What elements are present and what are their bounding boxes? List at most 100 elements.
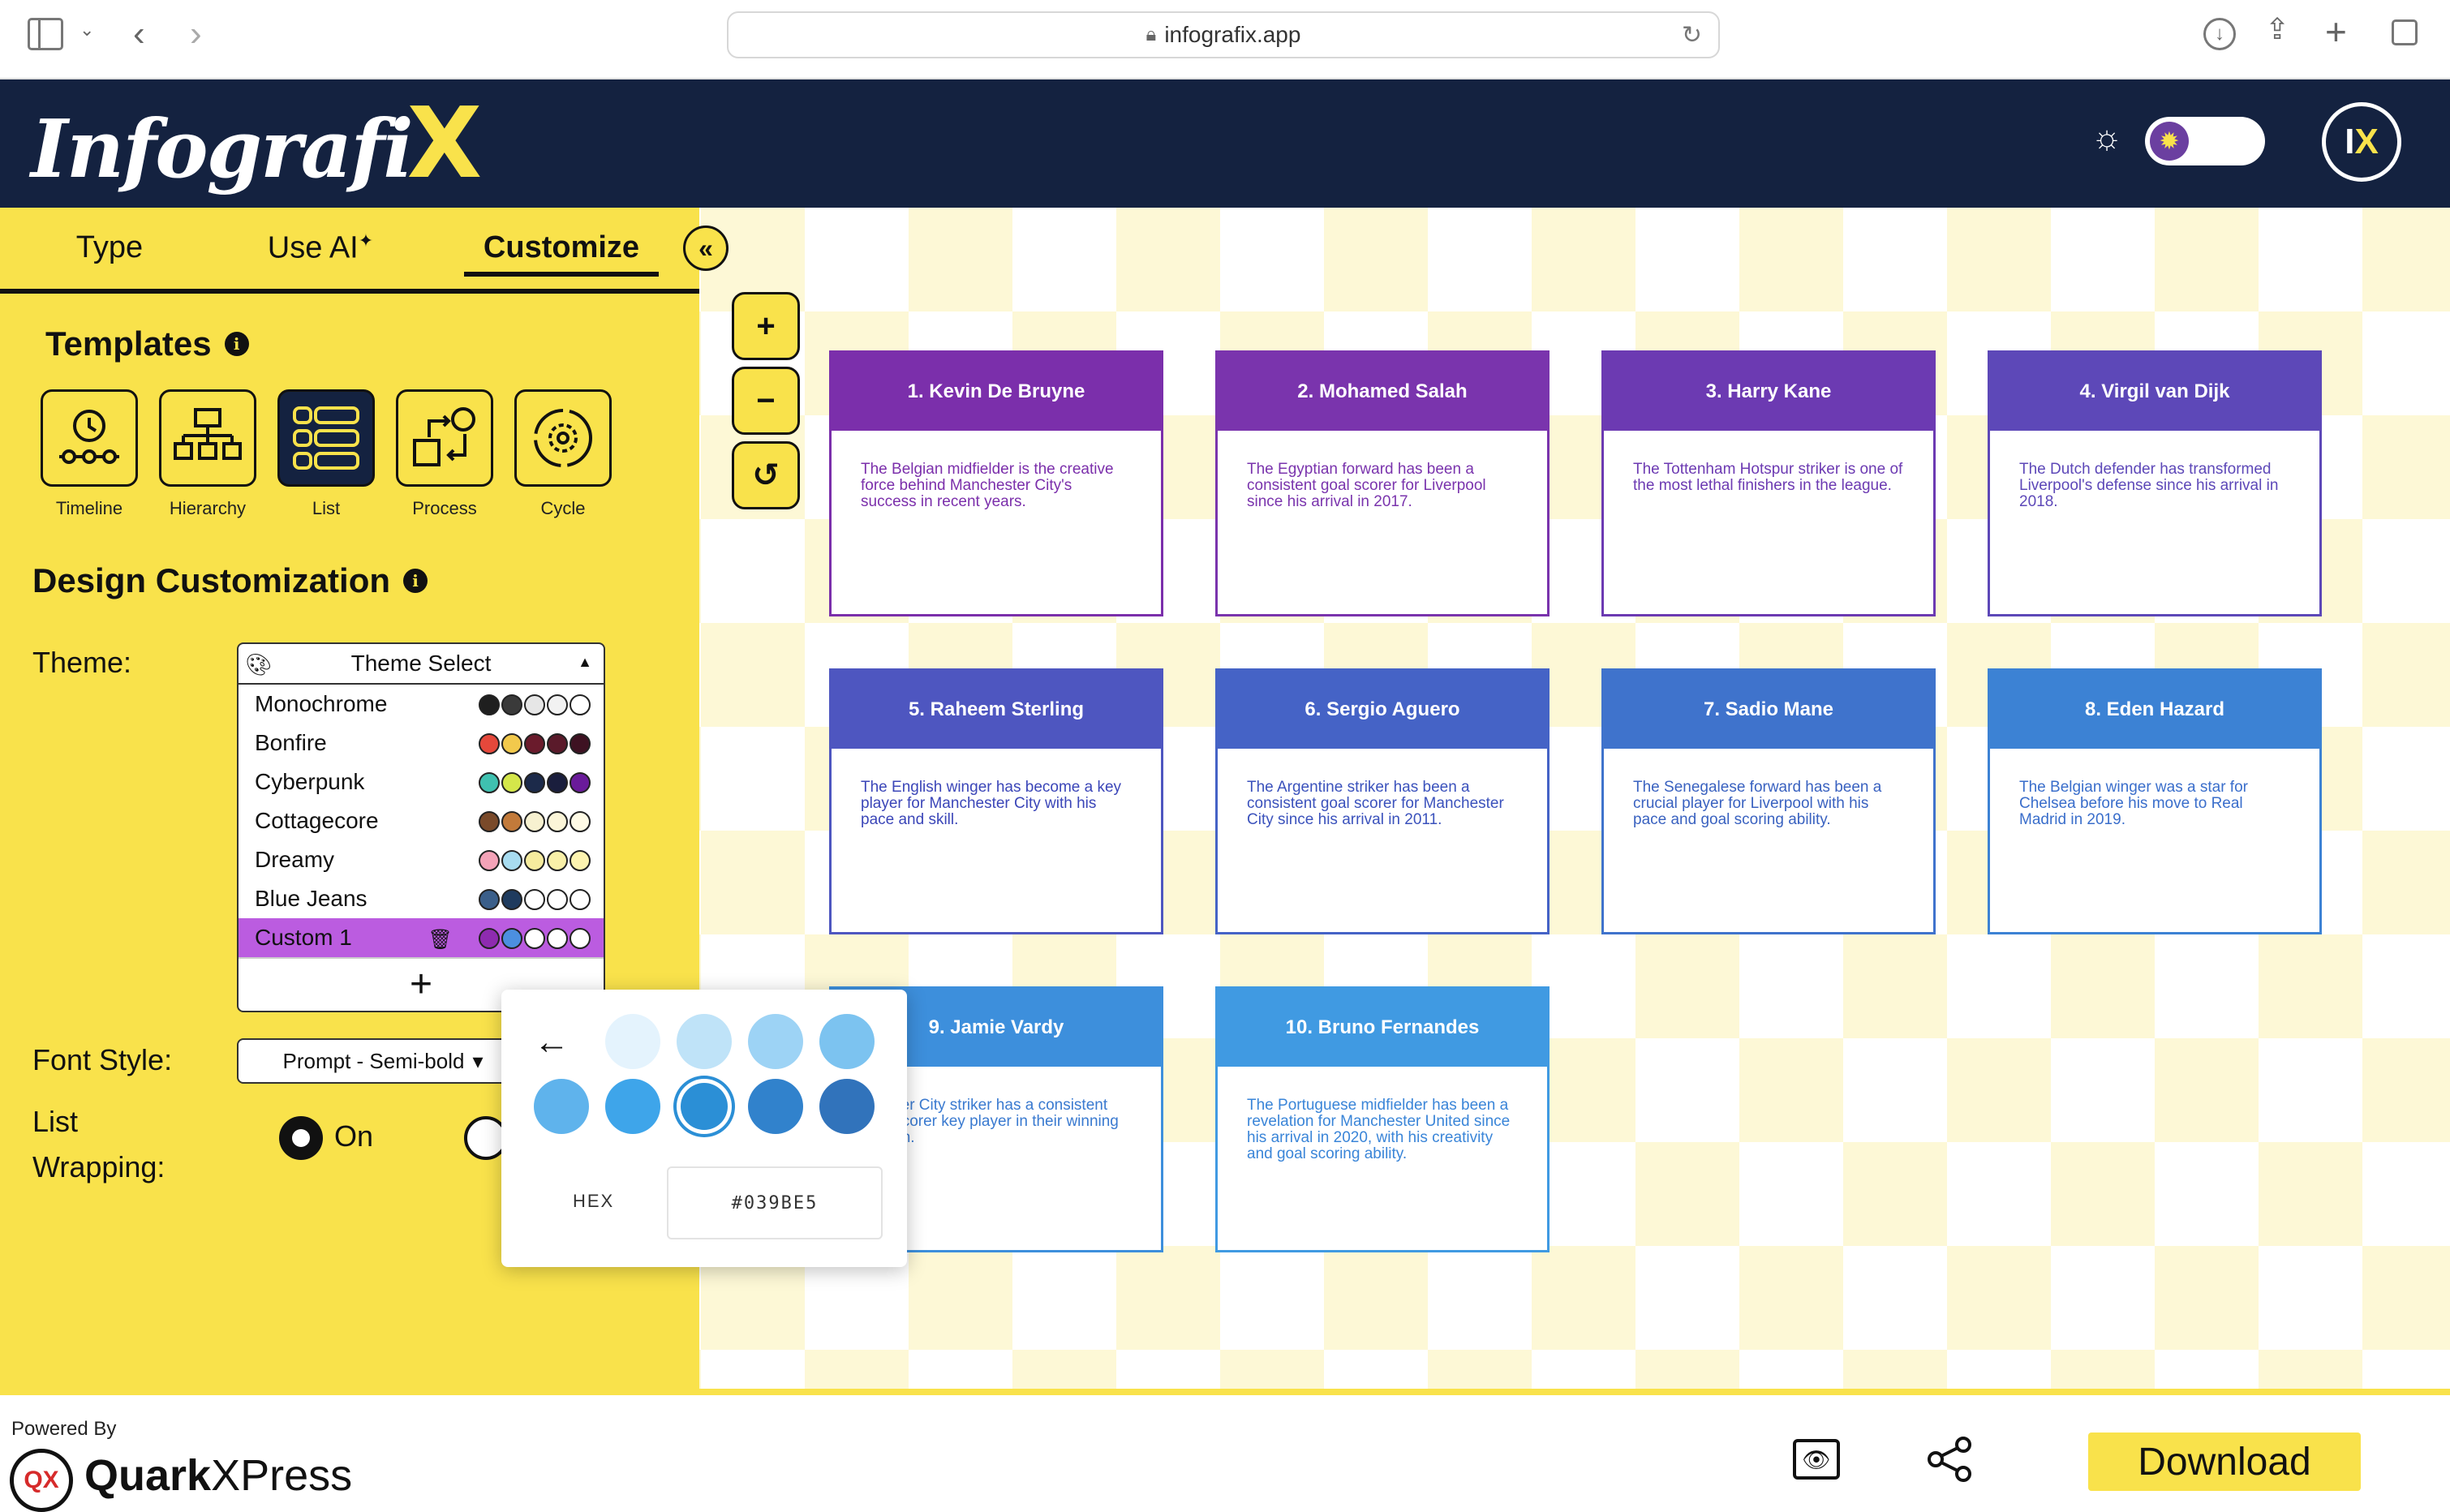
card-description[interactable]: The Tottenham Hotspur striker is one of … xyxy=(1633,461,1903,494)
info-icon[interactable]: i xyxy=(403,569,428,593)
card-title[interactable]: 10. Bruno Fernandes xyxy=(1218,989,1547,1067)
template-cycle[interactable]: Cycle xyxy=(514,389,612,519)
shade-swatch[interactable] xyxy=(819,1079,875,1134)
shade-swatch[interactable] xyxy=(819,1014,875,1069)
download-icon[interactable]: ↓ xyxy=(2203,18,2236,50)
app-logo[interactable]: InfografiX xyxy=(31,88,482,200)
hex-input[interactable]: #039BE5 xyxy=(667,1166,883,1239)
theme-option[interactable]: Cottagecore xyxy=(239,801,604,840)
card-title[interactable]: 3. Harry Kane xyxy=(1604,353,1933,431)
card-title[interactable]: 1. Kevin De Bruyne xyxy=(832,353,1161,431)
sidebar-toggle-icon[interactable] xyxy=(28,18,63,50)
sparkle-icon: ✦ xyxy=(358,230,374,251)
card-description[interactable]: The Egyptian forward has been a consiste… xyxy=(1247,461,1486,510)
theme-option[interactable]: Cyberpunk xyxy=(239,762,604,801)
wrapping-on-radio[interactable] xyxy=(279,1116,323,1160)
new-tab-icon[interactable]: + xyxy=(2325,11,2347,53)
color-swatch[interactable] xyxy=(501,928,522,949)
card-title[interactable]: 5. Raheem Sterling xyxy=(832,671,1161,749)
chevron-down-icon[interactable]: ⌄ xyxy=(80,19,95,40)
tab-customize[interactable]: Customize xyxy=(464,230,659,277)
shade-swatch[interactable] xyxy=(605,1014,660,1069)
back-arrow-icon[interactable]: ‹ xyxy=(133,14,145,54)
process-icon xyxy=(396,389,493,487)
shade-swatch[interactable] xyxy=(677,1014,732,1069)
shade-swatch[interactable] xyxy=(748,1079,803,1134)
theme-option[interactable]: Bonfire xyxy=(239,724,604,762)
shade-swatch[interactable] xyxy=(748,1014,803,1069)
timeline-icon xyxy=(41,389,138,487)
color-swatch[interactable] xyxy=(547,928,568,949)
theme-option[interactable]: Dreamy xyxy=(239,840,604,879)
card-title[interactable]: 6. Sergio Aguero xyxy=(1218,671,1547,749)
browser-toolbar: ⌄ ‹ › 🔒︎ infografix.app ↻ ↓ ⇪ + xyxy=(0,0,2450,79)
tab-use-ai[interactable]: Use AI✦ xyxy=(260,230,381,266)
card-description[interactable]: The Senegalese forward has been a crucia… xyxy=(1633,779,1882,828)
color-swatch[interactable] xyxy=(570,928,591,949)
theme-option[interactable]: Blue Jeans xyxy=(239,879,604,918)
reload-icon[interactable]: ↻ xyxy=(1681,22,1702,49)
shade-swatch[interactable] xyxy=(605,1079,660,1134)
template-list[interactable]: List xyxy=(277,389,375,519)
collapse-panel-button[interactable]: « xyxy=(683,226,729,271)
theme-option[interactable]: Monochrome xyxy=(239,685,604,724)
template-hierarchy[interactable]: Hierarchy xyxy=(159,389,256,519)
forward-arrow-icon[interactable]: › xyxy=(190,14,202,54)
selected-shade-swatch[interactable] xyxy=(677,1079,732,1134)
card-title[interactable]: 2. Mohamed Salah xyxy=(1218,353,1547,431)
tabs-overview-icon[interactable] xyxy=(2392,19,2418,45)
card-title[interactable]: 4. Virgil van Dijk xyxy=(1990,353,2319,431)
template-timeline[interactable]: Timeline xyxy=(41,389,138,519)
theme-swatches xyxy=(477,811,591,832)
card-title[interactable]: 7. Sadio Mane xyxy=(1604,671,1933,749)
address-bar[interactable]: 🔒︎ infografix.app ↻ xyxy=(727,11,1720,58)
template-process[interactable]: Process xyxy=(396,389,493,519)
trash-icon[interactable]: 🗑︎ xyxy=(428,929,453,951)
theme-option[interactable]: Custom 1🗑︎ xyxy=(239,918,604,957)
download-button[interactable]: Download xyxy=(2088,1433,2361,1491)
back-arrow-icon[interactable]: ← xyxy=(534,1022,570,1062)
card-title[interactable]: 8. Eden Hazard xyxy=(1990,671,2319,749)
tab-type[interactable]: Type xyxy=(75,230,144,264)
zoom-in-button[interactable]: + xyxy=(732,292,800,360)
theme-option-name: Blue Jeans xyxy=(255,886,368,911)
color-swatch[interactable] xyxy=(524,928,545,949)
card-description[interactable]: The Belgian winger was a star for Chelse… xyxy=(2019,779,2248,828)
preview-eye-icon[interactable]: 👁︎ xyxy=(1793,1439,1840,1480)
reset-zoom-button[interactable]: ↺ xyxy=(732,441,800,509)
font-style-select[interactable]: Prompt - Semi-bold▾ xyxy=(237,1038,529,1084)
theme-option-name: Cottagecore xyxy=(255,808,379,833)
card-description[interactable]: The English winger has become a key play… xyxy=(861,779,1122,828)
font-style-value: Prompt - Semi-bold xyxy=(282,1048,465,1073)
share-icon[interactable]: ⇪ xyxy=(2265,12,2290,45)
card-description[interactable]: The Argentine striker has been a consist… xyxy=(1247,779,1504,828)
plus-icon: + xyxy=(409,962,433,1006)
theme-toggle[interactable]: ✹ xyxy=(2145,117,2265,165)
shade-swatch[interactable] xyxy=(534,1079,589,1134)
color-swatch xyxy=(479,694,500,715)
theme-select-header[interactable]: 🎨︎ Theme Select ▲ xyxy=(239,644,604,685)
color-swatch xyxy=(501,889,522,910)
card-description[interactable]: The Belgian midfielder is the creative f… xyxy=(861,461,1114,510)
info-icon[interactable]: i xyxy=(224,332,249,356)
color-swatch[interactable] xyxy=(479,928,500,949)
card-description[interactable]: The Dutch defender has transformed Liver… xyxy=(2019,461,2279,510)
zoom-out-button[interactable]: − xyxy=(732,367,800,435)
card-description[interactable]: The Portuguese midfielder has been a rev… xyxy=(1247,1097,1511,1162)
share-nodes-icon[interactable] xyxy=(1926,1436,1973,1483)
add-theme-button[interactable]: + xyxy=(239,957,604,1009)
